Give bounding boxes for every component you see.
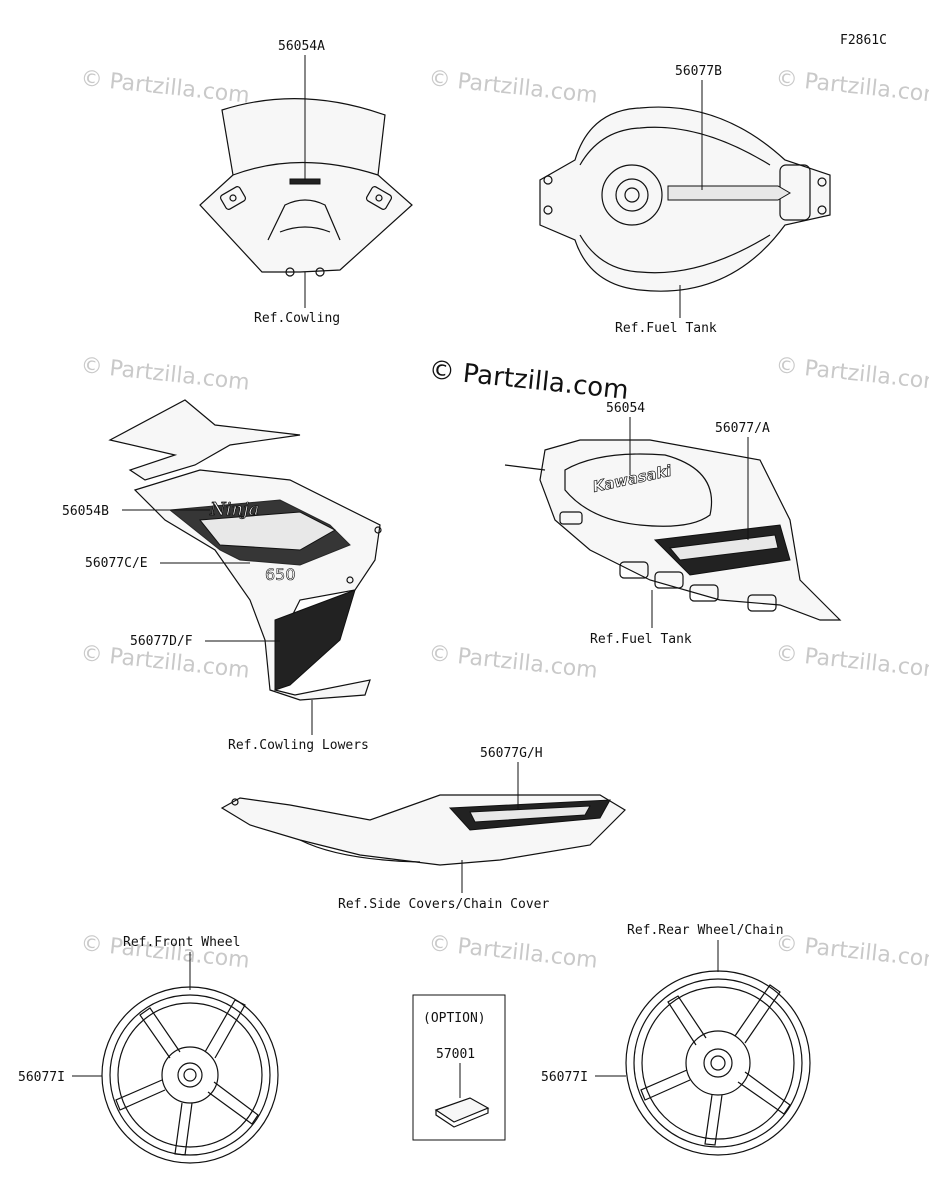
watermark: © Partzilla.com: [774, 353, 929, 396]
rear-wheel: [625, 970, 811, 1156]
side-fairing: Ninja 650: [108, 399, 382, 701]
watermark: © Partzilla.com: [79, 353, 250, 396]
cowling-upper: [199, 98, 413, 277]
lower-decal-56077DF: [274, 589, 356, 691]
ninja-decal: Ninja: [209, 499, 259, 520]
part-label-56077I-front: 56077I: [18, 1070, 65, 1085]
watermark: © Partzilla.com: [774, 931, 929, 974]
part-label-56054: 56054: [606, 401, 645, 416]
part-label-56054B: 56054B: [62, 504, 109, 519]
figure-code: F2861C: [840, 33, 887, 48]
part-label-56077CE: 56077C/E: [85, 556, 148, 571]
part-label-56077DF: 56077D/F: [130, 634, 193, 649]
side-covers: [220, 794, 626, 866]
ref-label-cowling-lowers: Ref.Cowling Lowers: [228, 738, 369, 753]
part-label-56077B: 56077B: [675, 64, 722, 79]
650-decal: 650: [265, 565, 296, 584]
ref-label-front-wheel: Ref.Front Wheel: [123, 935, 240, 950]
fuel-tank-side: Kawasaki: [504, 439, 842, 621]
part-label-56054A: 56054A: [278, 39, 325, 54]
part-label-56077I-rear: 56077I: [541, 1070, 588, 1085]
option-box: (OPTION) 57001: [412, 994, 506, 1141]
part-label-56077A: 56077/A: [715, 421, 770, 436]
watermark-center: © Partzilla.com: [427, 355, 630, 406]
ref-label-cowling: Ref.Cowling: [254, 311, 340, 326]
ref-label-fuel-tank-side: Ref.Fuel Tank: [590, 632, 692, 647]
fuel-tank-top: [539, 106, 831, 292]
front-wheel: [101, 986, 279, 1164]
ref-label-fuel-tank-top: Ref.Fuel Tank: [615, 321, 717, 336]
watermark: © Partzilla.com: [774, 641, 929, 684]
watermark: © Partzilla.com: [774, 66, 929, 109]
tank-stripe-decal: [667, 185, 791, 201]
option-label: (OPTION): [423, 1011, 486, 1026]
part-label-56077GH: 56077G/H: [480, 746, 543, 761]
watermark: © Partzilla.com: [79, 66, 250, 109]
watermark: © Partzilla.com: [427, 931, 598, 974]
ref-label-side-covers: Ref.Side Covers/Chain Cover: [338, 897, 549, 912]
watermark: © Partzilla.com: [427, 641, 598, 684]
part-label-57001: 57001: [436, 1047, 475, 1062]
watermark: © Partzilla.com: [427, 66, 598, 109]
ref-label-rear-wheel: Ref.Rear Wheel/Chain: [627, 923, 784, 938]
